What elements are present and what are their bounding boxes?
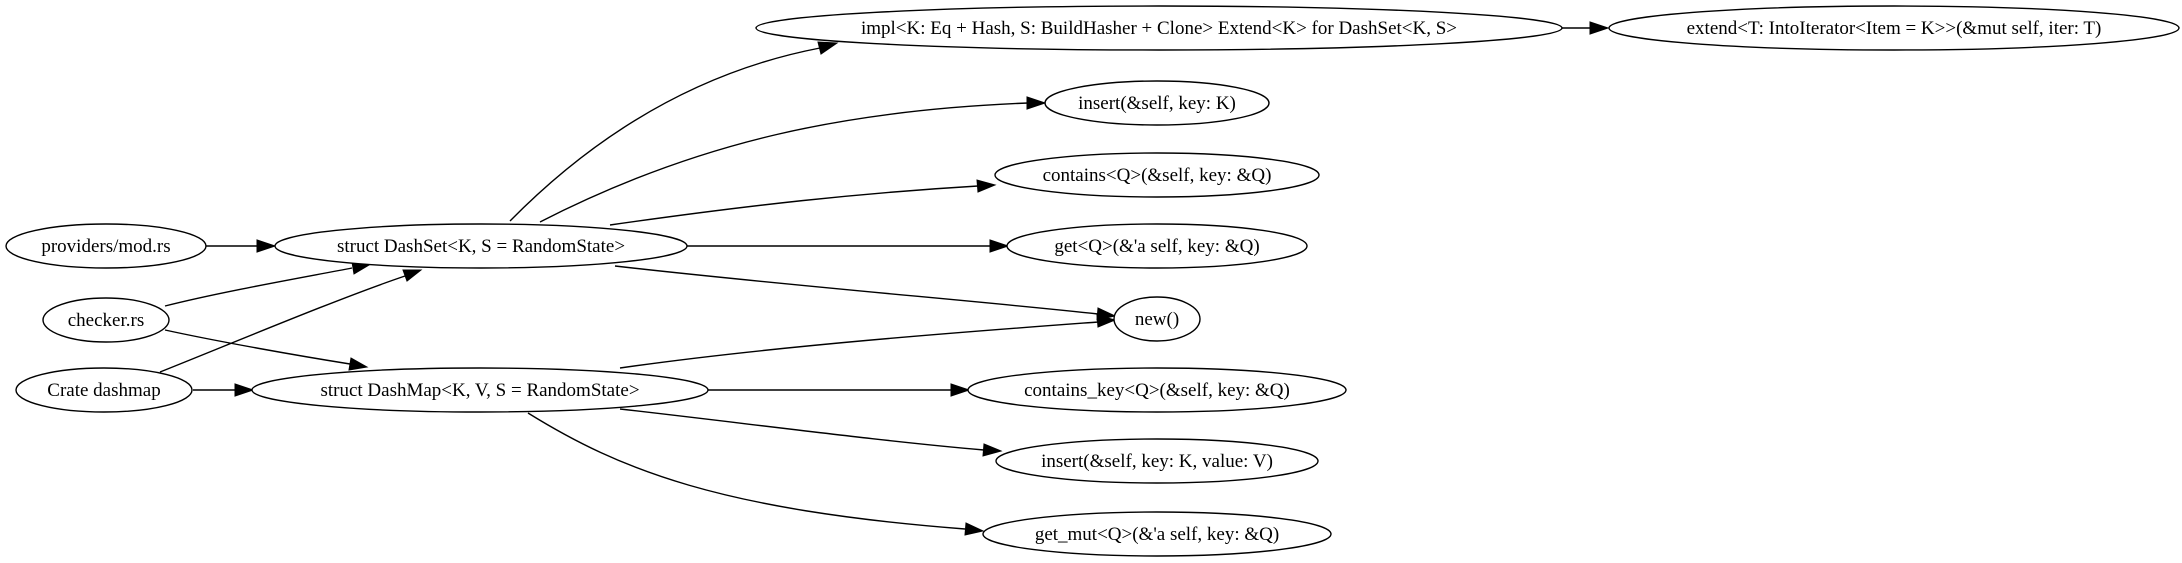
node-label: insert(&self, key: K, value: V) [1041,451,1273,472]
node-extend-method[interactable]: extend<T: IntoIterator<Item = K>>(&mut s… [1608,5,2180,51]
node-struct-dashset[interactable]: struct DashSet<K, S = RandomState> [274,223,688,269]
edge-providers-to-dashset [205,239,277,253]
edge-dashmap-to-new [619,314,1117,369]
edge-checker-to-dashmap [164,329,369,371]
node-label: extend<T: IntoIterator<Item = K>>(&mut s… [1687,18,2102,39]
node-label: impl<K: Eq + Hash, S: BuildHasher + Clon… [861,18,1457,39]
node-new[interactable]: new() [1113,296,1201,342]
node-label: get_mut<Q>(&'a self, key: &Q) [1035,524,1279,545]
node-label: insert(&self, key: K) [1078,93,1236,114]
node-get[interactable]: get<Q>(&'a self, key: &Q) [1006,223,1308,269]
node-crate-dashmap[interactable]: Crate dashmap [15,367,193,413]
node-providers-mod-rs[interactable]: providers/mod.rs [5,223,207,269]
node-checker-rs[interactable]: checker.rs [42,297,170,343]
node-label: Crate dashmap [47,380,160,401]
node-label: checker.rs [68,310,144,331]
edge-crate-to-dashset [159,269,423,373]
node-contains-key[interactable]: contains_key<Q>(&self, key: &Q) [967,367,1347,413]
edge-crate-to-dashmap [193,383,255,397]
node-label: providers/mod.rs [41,236,170,257]
node-contains[interactable]: contains<Q>(&self, key: &Q) [994,152,1320,198]
node-impl-extend-for-dashset[interactable]: impl<K: Eq + Hash, S: BuildHasher + Clon… [755,5,1563,51]
node-label: struct DashSet<K, S = RandomState> [337,236,625,257]
node-label: get<Q>(&'a self, key: &Q) [1054,236,1259,257]
node-label: struct DashMap<K, V, S = RandomState> [320,380,639,401]
edge-dashset-to-contains [609,179,997,226]
edge-dashmap-to-get-mut [527,412,985,536]
node-label: contains<Q>(&self, key: &Q) [1043,165,1272,186]
node-struct-dashmap[interactable]: struct DashMap<K, V, S = RandomState> [251,367,709,413]
edge-dashset-to-impl-extend [509,41,839,222]
edge-dashset-to-get [686,239,1010,253]
node-get-mut[interactable]: get_mut<Q>(&'a self, key: &Q) [982,511,1332,557]
edge-impl-extend-to-extend [1561,21,1610,35]
edge-dashset-to-new [614,265,1117,321]
node-dashset-insert[interactable]: insert(&self, key: K) [1044,80,1270,126]
node-dashmap-insert[interactable]: insert(&self, key: K, value: V) [995,438,1319,484]
edge-checker-to-dashset [164,261,371,307]
node-label: new() [1135,309,1179,330]
node-label: contains_key<Q>(&self, key: &Q) [1024,380,1290,401]
edge-dashmap-to-map-insert [619,408,1003,457]
edge-dashmap-to-contains-key [708,383,971,397]
edge-dashset-to-set-insert [539,96,1047,223]
